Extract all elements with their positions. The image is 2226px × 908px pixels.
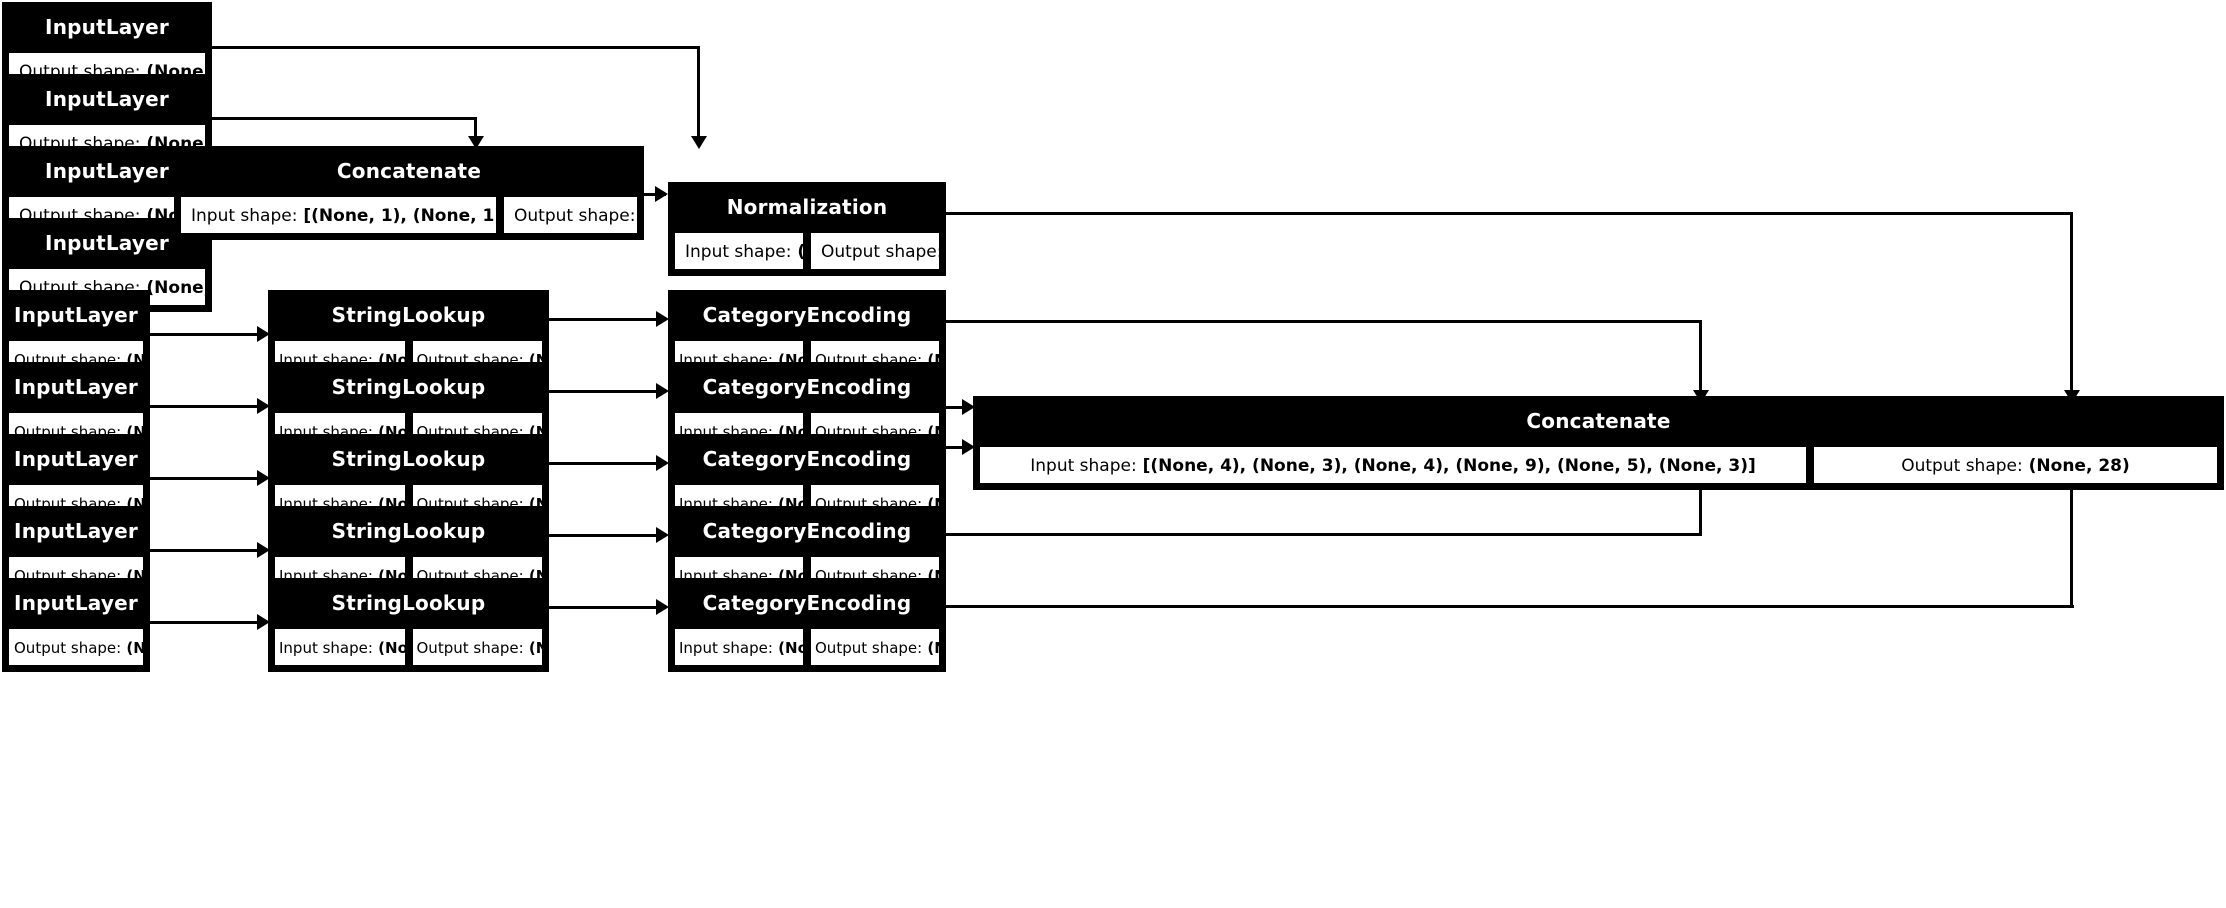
node-type-label: CategoryEncoding xyxy=(671,365,943,409)
node-type-label: StringLookup xyxy=(271,437,546,481)
node-type-label: CategoryEncoding xyxy=(671,437,943,481)
output-shape-cell: Output shape: (None, 1) xyxy=(7,627,145,667)
node-type-label: InputLayer xyxy=(5,509,147,553)
edge-input-cat-5-h xyxy=(150,621,260,624)
node-shape-row: Input shape: [(None, 1), (None, 1), (Non… xyxy=(177,193,641,237)
edge-input-num-2-h xyxy=(212,117,477,120)
output-shape-cell: Output shape: (None, 4) xyxy=(502,195,639,235)
input-shape-cell: Input shape: (None, 1) xyxy=(673,627,805,667)
edge-lookup-5-h xyxy=(549,606,659,609)
input-shape-cell: Input shape: [(None, 4), (None, 3), (Non… xyxy=(978,445,1808,485)
edge-input-cat-5-arrow xyxy=(257,614,270,630)
edge-input-cat-4-h xyxy=(150,549,260,552)
edge-lookup-2-h xyxy=(549,390,659,393)
edge-concat-numeric-h xyxy=(642,193,666,196)
edge-input-num-1-v xyxy=(697,46,700,138)
node-type-label: Concatenate xyxy=(177,149,641,193)
edge-input-num-2-v xyxy=(474,117,477,138)
output-shape-cell: Output shape: (None, 1) xyxy=(410,627,544,667)
node-type-label: InputLayer xyxy=(5,5,209,49)
input-shape-cell: Input shape: (None, 1) xyxy=(273,627,407,667)
edge-encoding-3-arrow xyxy=(962,439,975,455)
edge-input-cat-3-arrow xyxy=(257,470,270,486)
edge-lookup-2-arrow xyxy=(656,383,669,399)
edge-lookup-3-h xyxy=(549,462,659,465)
edge-input-cat-2-arrow xyxy=(257,398,270,414)
edge-lookup-4-arrow xyxy=(656,527,669,543)
input-shape-cell: Input shape: (None, 4) xyxy=(673,231,805,271)
output-shape-cell: Output shape: (None, 3) xyxy=(809,627,941,667)
node-normalization[interactable]: Normalization Input shape: (None, 4) Out… xyxy=(668,182,946,276)
edge-encoding-5-h xyxy=(946,605,2074,608)
edge-lookup-1-arrow xyxy=(656,311,669,327)
node-type-label: CategoryEncoding xyxy=(671,293,943,337)
node-type-label: CategoryEncoding xyxy=(671,509,943,553)
node-type-label: InputLayer xyxy=(5,221,209,265)
edge-input-cat-1-h xyxy=(150,333,260,336)
edge-encoding-2-h xyxy=(946,406,972,409)
edge-encoding-1-v xyxy=(1699,320,1702,392)
node-type-label: InputLayer xyxy=(5,365,147,409)
node-type-label: StringLookup xyxy=(271,293,546,337)
edge-lookup-4-h xyxy=(549,534,659,537)
edge-lookup-3-arrow xyxy=(656,455,669,471)
output-shape-cell: Output shape: (None, 4) xyxy=(809,231,941,271)
node-concat-numeric[interactable]: Concatenate Input shape: [(None, 1), (No… xyxy=(174,146,644,240)
node-type-label: CategoryEncoding xyxy=(671,581,943,625)
edge-encoding-4-v xyxy=(1699,475,1702,535)
edge-input-cat-3-h xyxy=(150,477,260,480)
edge-lookup-1-h xyxy=(549,318,659,321)
node-type-label: StringLookup xyxy=(271,509,546,553)
edge-input-cat-2-h xyxy=(150,405,260,408)
node-type-label: Normalization xyxy=(671,185,943,229)
node-type-label: InputLayer xyxy=(5,77,209,121)
edge-encoding-4-h xyxy=(946,533,1702,536)
edge-input-num-1-arrow xyxy=(691,136,707,149)
node-shape-row: Input shape: [(None, 4), (None, 3), (Non… xyxy=(976,443,2221,487)
edge-encoding-5-v xyxy=(2070,475,2073,607)
node-type-label: StringLookup xyxy=(271,581,546,625)
edge-input-num-2-arrow xyxy=(468,136,484,149)
edge-normalization-v xyxy=(2070,212,2073,392)
edge-lookup-5-arrow xyxy=(656,599,669,615)
node-type-label: InputLayer xyxy=(5,293,147,337)
edge-encoding-3-h xyxy=(946,446,972,449)
edge-input-num-1-h xyxy=(212,46,700,49)
edge-concat-numeric-arrow xyxy=(655,186,668,202)
edge-encoding-1-h xyxy=(946,320,1702,323)
node-input-cat-5[interactable]: InputLayer Output shape: (None, 1) xyxy=(2,578,150,672)
node-shape-row: Input shape: (None, 1) Output shape: (No… xyxy=(271,625,546,669)
node-shape-row: Output shape: (None, 1) xyxy=(5,625,147,669)
edge-encoding-2-arrow xyxy=(962,399,975,415)
node-encoding-5[interactable]: CategoryEncoding Input shape: (None, 1) … xyxy=(668,578,946,672)
node-shape-row: Input shape: (None, 4) Output shape: (No… xyxy=(671,229,943,273)
edge-input-cat-4-arrow xyxy=(257,542,270,558)
edge-normalization-h xyxy=(946,212,2073,215)
node-shape-row: Input shape: (None, 1) Output shape: (No… xyxy=(671,625,943,669)
node-lookup-5[interactable]: StringLookup Input shape: (None, 1) Outp… xyxy=(268,578,549,672)
node-concat-all[interactable]: Concatenate Input shape: [(None, 4), (No… xyxy=(973,396,2224,490)
node-type-label: InputLayer xyxy=(5,437,147,481)
node-type-label: InputLayer xyxy=(5,581,147,625)
node-type-label: StringLookup xyxy=(271,365,546,409)
output-shape-cell: Output shape: (None, 28) xyxy=(1812,445,2219,485)
node-type-label: Concatenate xyxy=(976,399,2221,443)
edge-input-cat-1-arrow xyxy=(257,326,270,342)
input-shape-cell: Input shape: [(None, 1), (None, 1), (Non… xyxy=(179,195,498,235)
